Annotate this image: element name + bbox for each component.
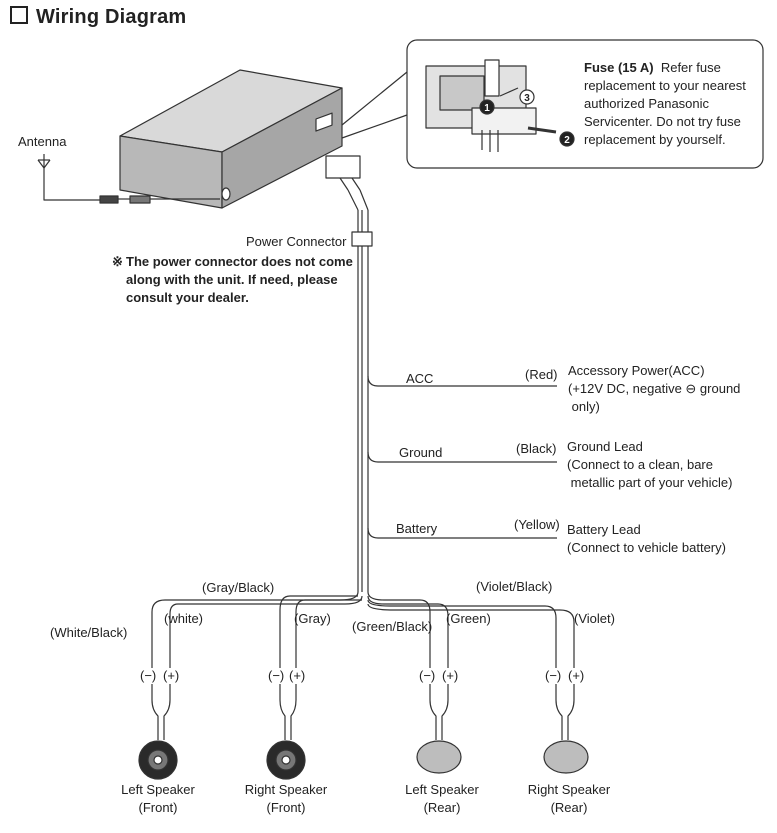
speaker-rear-right-line2: (Rear) (550, 800, 588, 815)
checkbox-square-icon (10, 6, 28, 24)
note-line-2: along with the unit. If need, please (126, 272, 338, 287)
lead-acc-color: (Red) (525, 367, 558, 382)
note-text-1: The power connector does not come (126, 254, 353, 269)
antenna-label: Antenna (18, 134, 67, 149)
lead-ground-color: (Black) (516, 441, 557, 456)
lead-acc-desc-2: (+12V DC, negative ⊖ ground (568, 381, 741, 396)
note-line-3: consult your dealer. (126, 290, 249, 305)
speaker-leads (151, 640, 575, 740)
rear-right-speaker-icon (543, 740, 589, 774)
lead-ground-desc-1: Ground Lead (567, 439, 643, 454)
title-text: Wiring Diagram (36, 6, 187, 28)
rear-right-pos-color: (Violet) (574, 611, 615, 626)
reference-mark: ※ (112, 254, 123, 269)
power-connector-label: Power Connector (246, 234, 347, 249)
front-left-neg-color: (White/Black) (50, 625, 128, 640)
fuse-text: Refer fuse replacement to your nearest a… (584, 60, 746, 147)
fl-pos-mark: (+) (163, 668, 180, 683)
lead-ground-name: Ground (399, 445, 443, 460)
step-1-number: 1 (484, 103, 490, 114)
lead-ground-desc-3: metallic part of your vehicle) (567, 475, 733, 490)
step-1-marker (479, 99, 495, 115)
fuse-callout (341, 39, 764, 169)
rear-right-pair-color: (Violet/Black) (476, 579, 553, 594)
page-title: Wiring Diagram (10, 6, 186, 29)
fuse-heading: Fuse (15 A) (584, 60, 654, 75)
step-3-marker (519, 89, 535, 105)
fr-pos-mark: (+) (289, 668, 306, 683)
speaker-rear-right-line1: Right Speaker (527, 782, 611, 797)
antenna-icon (37, 154, 220, 204)
lead-ground-desc-2: (Connect to a clean, bare (567, 457, 713, 472)
lead-battery-desc-1: Battery Lead (567, 522, 641, 537)
step-2-marker (559, 131, 575, 147)
lead-acc-desc-3: only) (568, 399, 600, 414)
lead-battery-desc-2: (Connect to vehicle battery) (567, 540, 726, 555)
speaker-front-right-caption: Right Speaker (Front) (231, 781, 341, 817)
speaker-rear-left-caption: Left Speaker (Rear) (392, 781, 492, 817)
arrow-right-icon (527, 126, 557, 134)
lead-acc-desc-1: Accessory Power(ACC) (568, 363, 705, 378)
rl-neg-mark: (−) (419, 668, 436, 683)
power-connector-note: ※ The power connector does not come alon… (112, 253, 362, 307)
speaker-branches (151, 591, 575, 640)
fl-neg-mark: (−) (140, 668, 157, 683)
speaker-front-right-line2: (Front) (266, 800, 306, 815)
rr-pos-mark: (+) (568, 668, 585, 683)
step-3-number: 3 (524, 93, 530, 104)
head-unit (119, 69, 343, 209)
arrow-up-right-icon (499, 87, 519, 97)
rear-left-pos-color: (Green) (446, 611, 491, 626)
rear-left-neg-color: (Green/Black) (352, 619, 433, 634)
speaker-front-left-caption: Left Speaker (Front) (108, 781, 208, 817)
speaker-front-left-line1: Left Speaker (121, 782, 195, 797)
lead-battery-color: (Yellow) (514, 517, 560, 532)
speaker-front-left-line2: (Front) (138, 800, 178, 815)
front-right-pos-color: (Gray) (294, 611, 331, 626)
rl-pos-mark: (+) (442, 668, 459, 683)
fr-neg-mark: (−) (268, 668, 285, 683)
lead-battery-name: Battery (396, 521, 438, 536)
front-left-pos-color: (white) (164, 611, 204, 626)
lead-acc-name: ACC (406, 371, 434, 386)
speaker-rear-left-line1: Left Speaker (405, 782, 479, 797)
front-left-pair-color: (Gray/Black) (202, 580, 275, 595)
note-line-1: ※ The power connector does not come (112, 253, 362, 271)
rear-left-speaker-icon (416, 740, 462, 774)
rr-neg-mark: (−) (545, 668, 562, 683)
front-left-speaker-icon (138, 740, 178, 780)
harness (325, 155, 373, 592)
speaker-rear-left-line2: (Rear) (423, 800, 461, 815)
front-right-speaker-icon (266, 740, 306, 780)
speaker-front-right-line1: Right Speaker (244, 782, 328, 797)
speaker-rear-right-caption: Right Speaker (Rear) (514, 781, 624, 817)
fuse-note: Fuse (15 A) Refer fuse replacement to yo… (584, 59, 764, 149)
step-2-number: 2 (564, 135, 570, 146)
lead-wires (367, 375, 557, 539)
